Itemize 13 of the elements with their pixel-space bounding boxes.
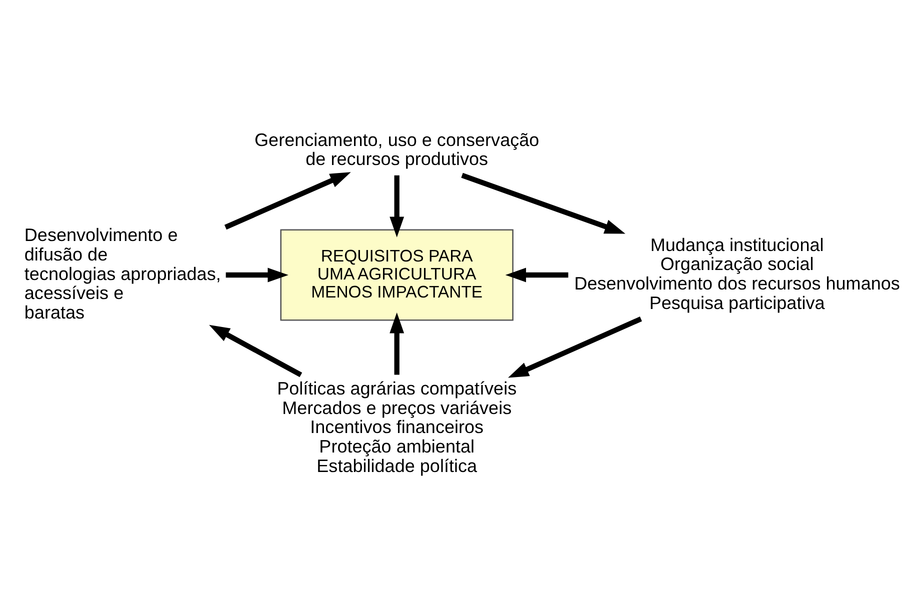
node-text: Gerenciamento, uso e conservação de recursos produtivos <box>254 130 540 170</box>
arrow <box>390 312 404 375</box>
node-box: REQUISITOS PARA UMA AGRICULTURA MENOS IMPACTANTE <box>280 229 514 321</box>
node-text: Desenvolvimento e difusão de tecnologias apropriadas, acessíveis e baratas <box>24 225 221 322</box>
arrow <box>226 268 288 282</box>
arrow <box>209 324 302 378</box>
arrow <box>508 316 642 378</box>
node-text: Políticas agrárias compatíveis Mercados e preços variáveis Incentivos financeiros Proteção ambiental Estabilidade política <box>277 378 517 476</box>
arrow <box>505 268 568 282</box>
arrow <box>461 172 626 234</box>
node-text: Mudança institucional Organização social Desenvolvimento dos recursos humanos Pesquisa participativa <box>574 234 900 313</box>
arrow <box>224 172 351 230</box>
arrow <box>390 175 404 238</box>
